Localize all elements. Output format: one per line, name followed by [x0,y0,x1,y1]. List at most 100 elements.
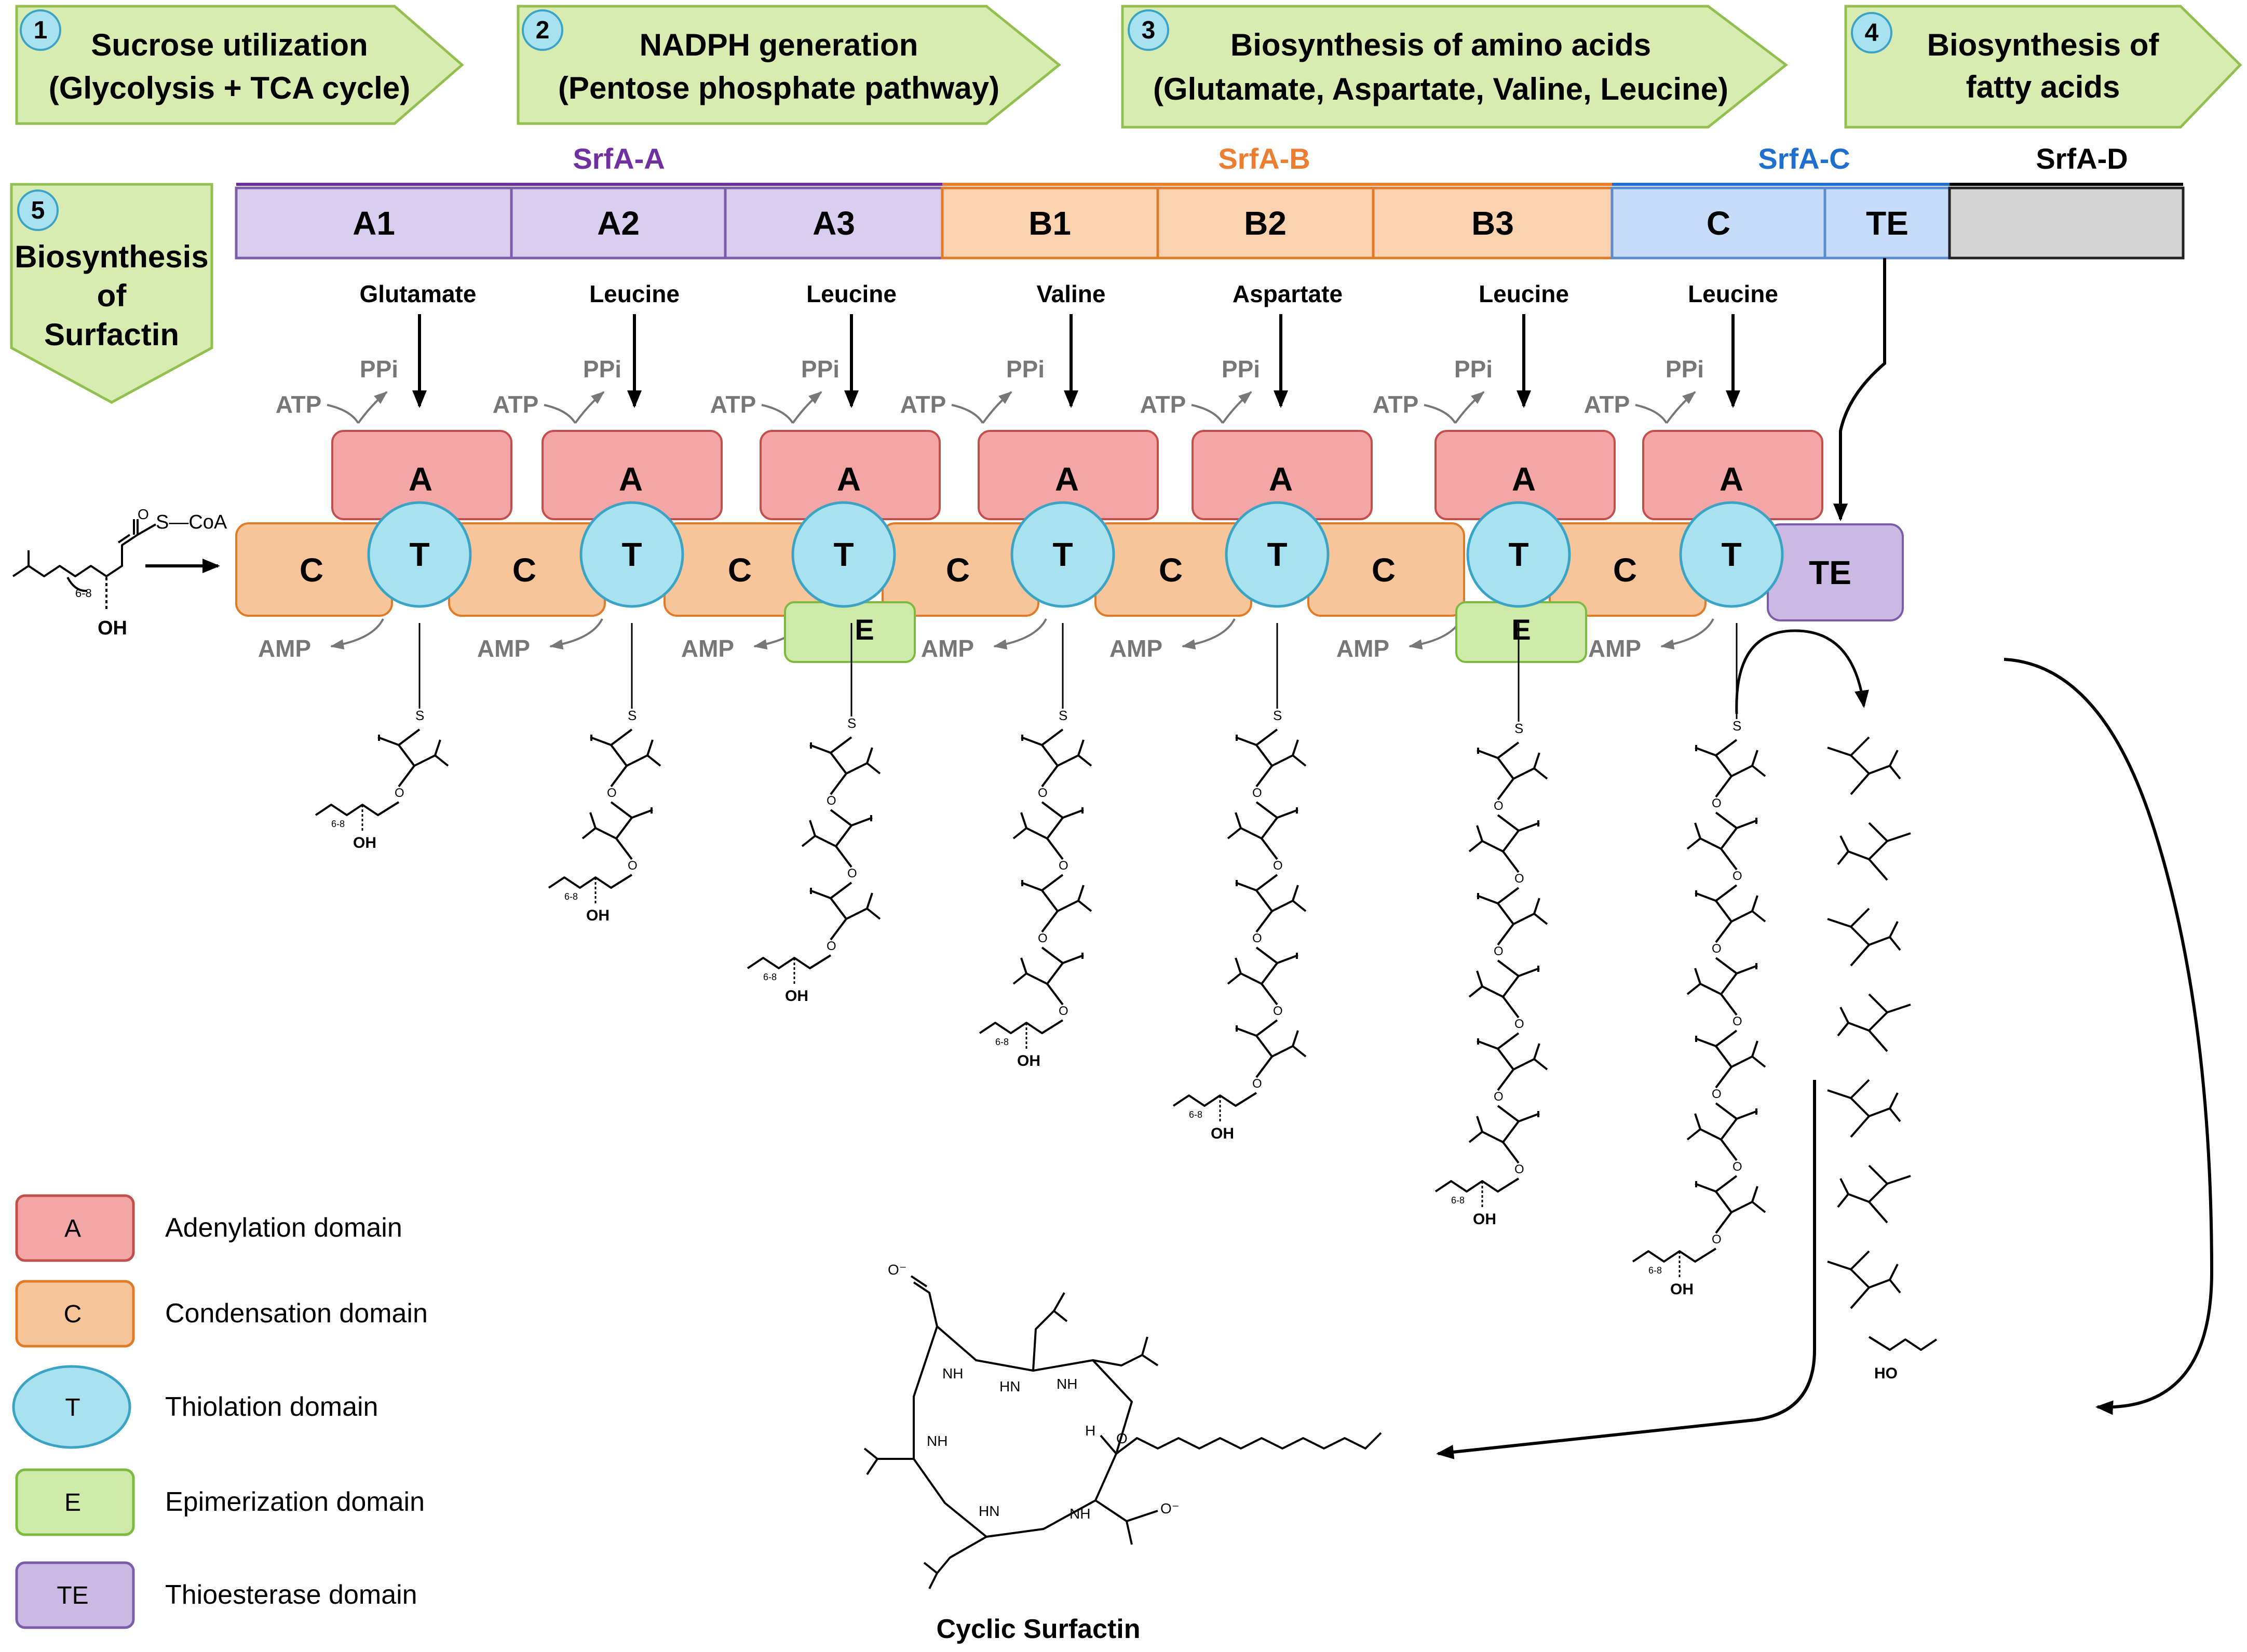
chain-7-bond-1 [1715,811,1738,871]
chain-2-carbonyl-0 [590,735,612,746]
chain-3-o-2: O [827,939,836,953]
chain-4-oh: OH [1017,1052,1040,1069]
chain-7-carbonyl-2 [1695,890,1716,902]
a-domain-label-4: A [1055,461,1079,498]
t-domain-4 [1010,501,1115,608]
release-arrow [2004,658,2214,1415]
gene-a2: A2 [597,205,640,242]
gene-a1: A1 [353,205,395,242]
chain-1-n: 6-8 [331,819,345,829]
step-3-title: Biosynthesis of amino acids [1230,28,1651,62]
chain-te-bond-6 [1850,1250,1870,1309]
chain-2-n: 6-8 [564,891,578,902]
chain-5-carbonyl-4 [1235,1025,1257,1037]
chain-te-side-0 [1869,750,1901,780]
chain-6-carbonyl-2 [1477,893,1498,904]
chain-7-o-3: O [1732,1014,1742,1028]
a-domain-label-5: A [1269,461,1293,498]
legend-label-c: Condensation domain [165,1298,428,1329]
chain-3-carbonyl-1 [851,815,873,827]
e-domain-label-1: E [855,613,874,646]
step-5-line1: Biosynthesis [15,239,208,274]
t-domain-label-5: T [1267,536,1287,573]
chain-5-side-1 [1227,812,1262,839]
chain-4-carbonyl-0 [1021,735,1043,746]
chain-4-side-3 [1012,957,1048,985]
chain-7-o-5: O [1732,1160,1742,1174]
t-domain-label-1: T [409,536,429,573]
chain-5-carbonyl-1 [1277,807,1298,819]
chain-7-bond-4 [1715,1030,1738,1089]
t-domain-label-4: T [1052,536,1073,573]
chain-1-oh: OH [353,834,376,851]
starter-chain-length: 6-8 [75,587,92,600]
te-domain-label: TE [1809,554,1851,591]
chain-7-fatty-tail [1632,1248,1717,1263]
chain-te-bond-1 [1868,822,1888,881]
gene-c: C [1707,205,1730,242]
amp-4: AMP [921,635,974,662]
c-domain-label-1: C [300,551,323,589]
gene-a3: A3 [813,205,855,242]
step-4-subtitle: fatty acids [1966,70,2120,104]
chain-te-side-2 [1869,921,1901,951]
chain-7-n: 6-8 [1648,1265,1662,1276]
t-domain-label-6: T [1508,536,1528,573]
thioester-s-4: S [1059,708,1067,723]
chain-5-o-0: O [1252,786,1262,800]
t-domain-6 [1466,501,1571,608]
chain-3-side-2 [846,892,881,920]
chain-4-side-1 [1012,812,1048,839]
atp-1: ATP [276,391,322,418]
substrate-7: Leucine [1688,280,1778,307]
chain-4-side-2 [1057,885,1092,912]
chain-te-tail [1868,1336,1938,1351]
chain-3-oh: OH [785,987,808,1005]
chain-6-bond-4 [1497,1032,1520,1091]
chain-4-o-0: O [1038,786,1048,800]
step-1-badge [20,9,61,51]
legend-label-a: Adenylation domain [165,1213,402,1243]
product-label: Cyclic Surfactin [936,1614,1140,1644]
legend-swatch-e [15,1468,135,1536]
chain-6-side-0 [1513,752,1548,780]
chain-7-side-0 [1731,750,1766,777]
amp-7: AMP [1588,635,1641,662]
thioester-s-3: S [847,715,856,731]
amp-arrow-4 [993,618,1047,650]
chain-6-carbonyl-3 [1518,966,1540,977]
legend-label-t: Thiolation domain [165,1392,378,1422]
a-domain-label-6: A [1512,461,1536,498]
module-srfa-c: SrfA-C [1758,142,1850,175]
gene-te: TE [1866,205,1908,242]
chain-6-side-4 [1513,1043,1548,1071]
chain-7-o-4: O [1712,1087,1722,1101]
chain-4-o-3: O [1059,1004,1068,1018]
module-srfa-d: SrfA-D [2036,142,2128,175]
chain-te-carbonyl-6 [1827,1261,1851,1270]
ppi-2: PPi [583,356,621,383]
chain-te-carbonyl-4 [1827,1089,1851,1099]
amp-1: AMP [258,635,311,662]
chain-4-side-0 [1057,739,1092,767]
chain-7-side-3 [1686,968,1722,995]
chain-7-oh: OH [1670,1281,1694,1298]
t-domain-label-2: T [621,536,642,573]
ring-n-3: NH [927,1433,947,1449]
amp-arrow-6 [1409,618,1463,650]
c-domain-label-4: C [946,551,970,589]
ring-n-1: HN [999,1378,1020,1394]
chain-5-bond-3 [1255,946,1278,1006]
chain-2-carbonyl-1 [631,807,653,819]
chain-6-bond-2 [1497,887,1520,946]
thioester-s-1: S [415,708,424,723]
step-2-subtitle: (Pentose phosphate pathway) [558,71,999,105]
chain-3-bond-0 [830,736,852,795]
chain-6-bond-1 [1497,814,1520,873]
chain-6-carbonyl-1 [1518,820,1540,832]
e-domain-label-2: E [1511,613,1531,646]
ring-n-0: NH [942,1365,963,1382]
